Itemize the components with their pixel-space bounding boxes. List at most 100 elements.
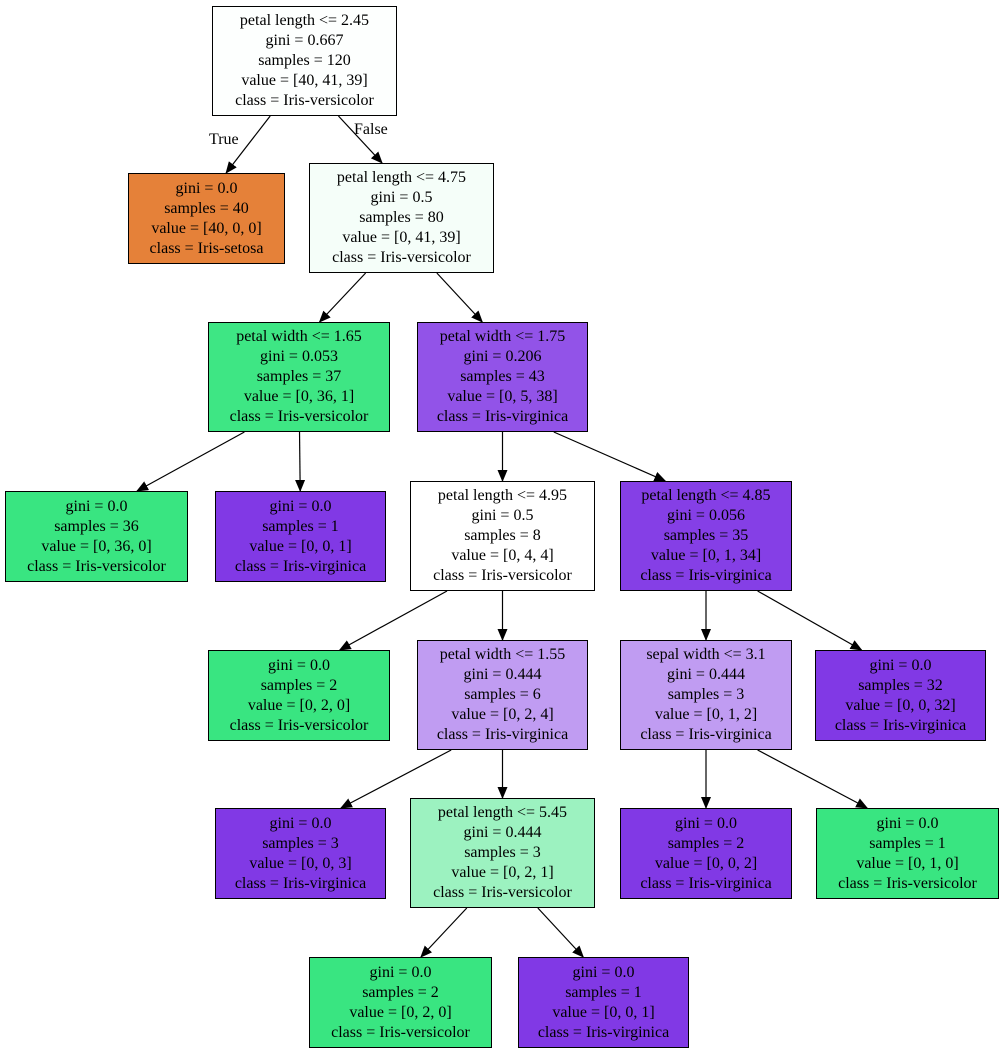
node-text-line: value = [0, 36, 0]	[41, 537, 152, 555]
node-text-line: gini = 0.053	[260, 348, 338, 365]
tree-edge-n0-n2	[338, 115, 383, 164]
node-text-line: value = [0, 41, 39]	[342, 229, 461, 246]
tree-edge-n2-n3	[318, 272, 367, 323]
node-text-line: samples = 8	[464, 527, 541, 544]
node-text-line: samples = 2	[667, 834, 745, 852]
tree-edge-n11-n16	[757, 749, 869, 809]
node-text-line: samples = 3	[667, 686, 745, 703]
node-text-line: value = [0, 2, 0]	[247, 696, 351, 714]
node-text-line: gini = 0.056	[667, 507, 745, 524]
node-text-line: class = Iris-versicolor	[838, 874, 977, 892]
node-text-line: value = [0, 2, 1]	[451, 864, 554, 881]
node-text-line: petal width <= 1.75	[439, 328, 566, 345]
node-text-line: samples = 32	[858, 676, 943, 694]
edge-label-false: False	[354, 121, 388, 138]
node-text-line: petal length <= 4.95	[437, 487, 568, 504]
node-text-line: class = Iris-virginica	[640, 726, 772, 743]
node-text-line: petal width <= 1.65	[236, 328, 362, 345]
tree-edge-n7-n9	[338, 590, 448, 651]
node-text-line: class = Iris-virginica	[234, 557, 367, 575]
node-text-line: samples = 43	[460, 368, 545, 385]
node-text-line: petal length <= 5.45	[437, 804, 568, 821]
node-text-line: class = Iris-virginica	[436, 408, 569, 425]
node-text-line: samples = 80	[359, 209, 444, 226]
node-text-line: value = [0, 0, 32]	[845, 696, 956, 714]
tree-node-n2: petal length <= 4.75 gini = 0.5 samples = …	[309, 163, 494, 273]
node-text-line: gini = 0.0	[572, 963, 635, 981]
node-text-line: class = Iris-versicolor	[229, 716, 369, 734]
node-text-line: class = Iris-versicolor	[332, 249, 471, 266]
node-text-line: value = [0, 5, 38]	[447, 388, 558, 405]
tree-node-n11: sepal width <= 3.1 gini = 0.444 samples = …	[620, 640, 792, 750]
node-text-line: gini = 0.667	[265, 32, 344, 49]
node-text-line: class = Iris-versicolor	[433, 567, 572, 584]
node-text-line: class = Iris-virginica	[436, 726, 569, 743]
tree-node-n7: petal length <= 4.95 gini = 0.5 samples = …	[410, 481, 595, 591]
tree-node-n12: gini = 0.0 samples = 32 value = [0, 0, 32]…	[815, 650, 986, 741]
node-text-line: gini = 0.0	[869, 656, 932, 674]
node-text-line: gini = 0.0	[269, 814, 332, 832]
node-text-line: samples = 3	[262, 834, 339, 852]
node-text-line: gini = 0.444	[463, 824, 542, 841]
node-text-line: samples = 120	[258, 52, 351, 69]
node-text-line: samples = 35	[663, 527, 749, 544]
node-text-line: samples = 3	[464, 844, 541, 861]
node-text-line: gini = 0.5	[370, 189, 433, 206]
tree-node-n1: gini = 0.0 samples = 40 value = [40, 0, 0]…	[128, 173, 285, 264]
tree-edge-n14-n18	[537, 907, 584, 958]
tree-edge-n0-n1	[225, 115, 271, 174]
node-text-line: samples = 2	[362, 983, 439, 1001]
node-text-line: gini = 0.444	[667, 666, 745, 683]
node-text-line: gini = 0.444	[463, 666, 542, 683]
node-text-line: sepal width <= 3.1	[646, 646, 766, 663]
node-text-line: value = [0, 36, 1]	[243, 388, 355, 405]
node-text-line: gini = 0.0	[876, 814, 939, 832]
node-text-line: value = [40, 0, 0]	[151, 219, 262, 237]
node-text-line: value = [0, 0, 1]	[249, 537, 352, 555]
node-text-line: value = [40, 41, 39]	[241, 72, 368, 89]
node-text-line: class = Iris-versicolor	[27, 557, 166, 575]
node-text-line: samples = 1	[869, 834, 946, 852]
node-text-line: petal width <= 1.55	[439, 646, 566, 663]
node-text-line: class = Iris-virginica	[234, 874, 367, 892]
tree-node-n13: gini = 0.0 samples = 3 value = [0, 0, 3] cl…	[215, 808, 386, 899]
node-text-line: gini = 0.0	[269, 497, 332, 515]
node-text-line: petal length <= 4.75	[336, 169, 467, 186]
node-text-line: value = [0, 2, 4]	[451, 706, 554, 723]
tree-edge-n2-n4	[436, 272, 483, 323]
node-text-line: value = [0, 0, 3]	[249, 854, 352, 872]
node-text-line: samples = 1	[262, 517, 339, 535]
node-text-line: value = [0, 1, 2]	[654, 706, 758, 723]
node-text-line: class = Iris-virginica	[537, 1023, 670, 1041]
node-text-line: class = Iris-virginica	[640, 874, 772, 892]
node-text-line: gini = 0.0	[175, 179, 238, 197]
tree-edge-n4-n8	[553, 431, 667, 482]
tree-edge-n10-n13	[340, 749, 452, 809]
node-text-line: value = [0, 1, 34]	[650, 547, 762, 564]
node-text-line: class = Iris-virginica	[834, 716, 967, 734]
node-text-line: gini = 0.206	[463, 348, 542, 365]
node-text-line: value = [0, 2, 0]	[349, 1003, 452, 1021]
node-text-line: samples = 1	[565, 983, 642, 1001]
node-text-line: value = [0, 0, 1]	[552, 1003, 655, 1021]
node-text-line: class = Iris-versicolor	[433, 884, 572, 901]
node-text-line: gini = 0.0	[268, 656, 330, 674]
tree-edge-n3-n5	[136, 431, 245, 492]
tree-edge-n8-n12	[757, 590, 863, 651]
tree-node-n9: gini = 0.0 samples = 2 value = [0, 2, 0] cl…	[208, 650, 390, 741]
node-text-line: gini = 0.5	[471, 507, 534, 524]
node-text-line: samples = 40	[164, 199, 249, 217]
node-text-line: petal length <= 4.85	[641, 487, 771, 504]
tree-node-n6: gini = 0.0 samples = 1 value = [0, 0, 1] cl…	[215, 491, 386, 582]
node-text-line: gini = 0.0	[675, 814, 737, 832]
tree-node-n4: petal width <= 1.75 gini = 0.206 samples =…	[417, 322, 588, 432]
node-text-line: samples = 2	[260, 676, 338, 694]
node-text-line: gini = 0.0	[369, 963, 432, 981]
node-text-line: samples = 36	[54, 517, 139, 535]
node-text-line: class = Iris-versicolor	[229, 408, 369, 425]
tree-node-n14: petal length <= 5.45 gini = 0.444 samples …	[410, 798, 595, 908]
